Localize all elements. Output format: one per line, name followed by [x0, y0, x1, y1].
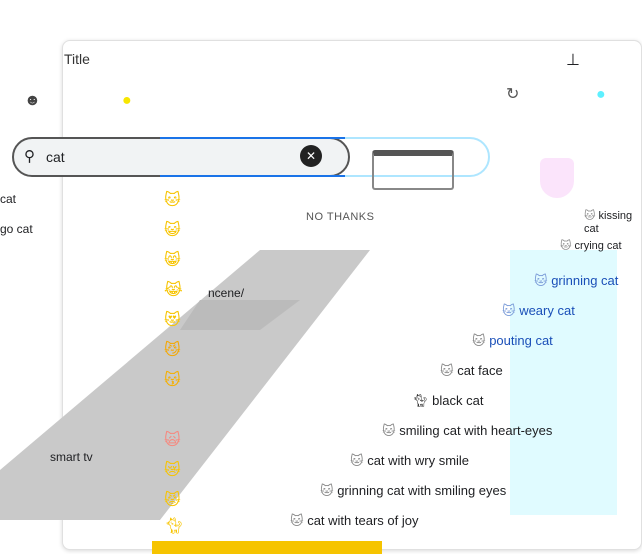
cat-emoji-icon[interactable]: 😾︎: [164, 492, 181, 509]
cat-emoji-icon[interactable]: 😸︎: [164, 252, 181, 269]
band-shape: [0, 250, 370, 520]
emoji-smile-icon: ●: [122, 92, 132, 109]
cat-emoji-icon[interactable]: 😹︎: [164, 282, 183, 299]
cat-emoji-icon[interactable]: 😼︎: [164, 342, 181, 359]
cat-icon: 🐱︎: [350, 453, 364, 468]
highlight-panel: [510, 250, 617, 515]
emoji-result[interactable]: 🐱︎ cat with wry smile: [350, 453, 470, 468]
left-item[interactable]: go cat: [0, 222, 33, 236]
cat-icon: 🐱︎: [320, 483, 334, 498]
search-value[interactable]: cat: [46, 149, 65, 165]
cat-icon: 🐱︎: [502, 303, 516, 318]
emoji-result[interactable]: 🐱︎ cat with tears of joy: [290, 513, 419, 528]
emoji-face-icon: ☻: [24, 92, 41, 109]
cat-emoji-icon[interactable]: 🐈︎: [164, 518, 185, 535]
emoji-result[interactable]: 🐈︎ black cat: [412, 393, 484, 408]
cat-icon: 🐱︎: [440, 363, 454, 378]
cat-icon: 🐱︎: [560, 240, 572, 252]
emoji-result[interactable]: 🐱︎ weary cat: [502, 303, 575, 318]
emoji-result[interactable]: 🐱︎ crying cat: [560, 240, 622, 252]
band-shape: [180, 300, 300, 330]
clear-icon[interactable]: ✕: [300, 145, 322, 167]
dialog-title: Title: [64, 51, 90, 67]
cat-emoji-icon[interactable]: 😿︎: [164, 462, 181, 479]
emoji-result[interactable]: 🐱︎ grinning cat with smiling eyes: [320, 483, 507, 498]
black-cat-icon: 🐈︎: [412, 393, 429, 408]
cat-emoji-icon[interactable]: 😽︎: [164, 372, 181, 389]
emoji-result[interactable]: 🐱︎ smiling cat with heart-eyes: [382, 423, 553, 438]
left-item[interactable]: cat: [0, 192, 17, 206]
search-focus-underline: [160, 137, 345, 177]
pin-icon[interactable]: ⊥: [566, 52, 580, 69]
cat-emoji-icon[interactable]: 🐱︎: [164, 192, 181, 209]
cat-icon: 🐱︎: [382, 423, 396, 438]
cat-icon: 🐱︎: [584, 210, 596, 222]
left-item[interactable]: smart tv: [50, 450, 93, 464]
emoji-result[interactable]: 🐱︎ grinning cat: [534, 273, 619, 288]
no-thanks-button[interactable]: NO THANKS: [306, 211, 375, 223]
left-item[interactable]: ncene/: [208, 286, 245, 300]
emoji-result[interactable]: 🐱︎ cat face: [440, 363, 503, 378]
sync-icon[interactable]: ↻: [506, 86, 520, 103]
browser-illustration: [372, 150, 454, 190]
emoji-result[interactable]: 🐱︎ pouting cat: [472, 333, 553, 348]
bottom-strip: [152, 541, 382, 554]
cat-icon: 🐱︎: [534, 273, 548, 288]
cat-emoji-icon[interactable]: 🙀︎: [164, 432, 181, 449]
cat-icon: 🐱︎: [472, 333, 486, 348]
search-icon: ⚲: [24, 148, 35, 165]
cat-icon: 🐱︎: [290, 513, 304, 528]
profile-icon[interactable]: ●: [596, 86, 606, 103]
cat-emoji-icon[interactable]: 😻︎: [164, 312, 181, 329]
emoji-result[interactable]: 🐱︎ kissing cat: [584, 210, 633, 235]
shield-icon: [540, 158, 574, 198]
search-input[interactable]: [12, 137, 350, 177]
cat-emoji-icon[interactable]: 😺︎: [164, 222, 181, 239]
